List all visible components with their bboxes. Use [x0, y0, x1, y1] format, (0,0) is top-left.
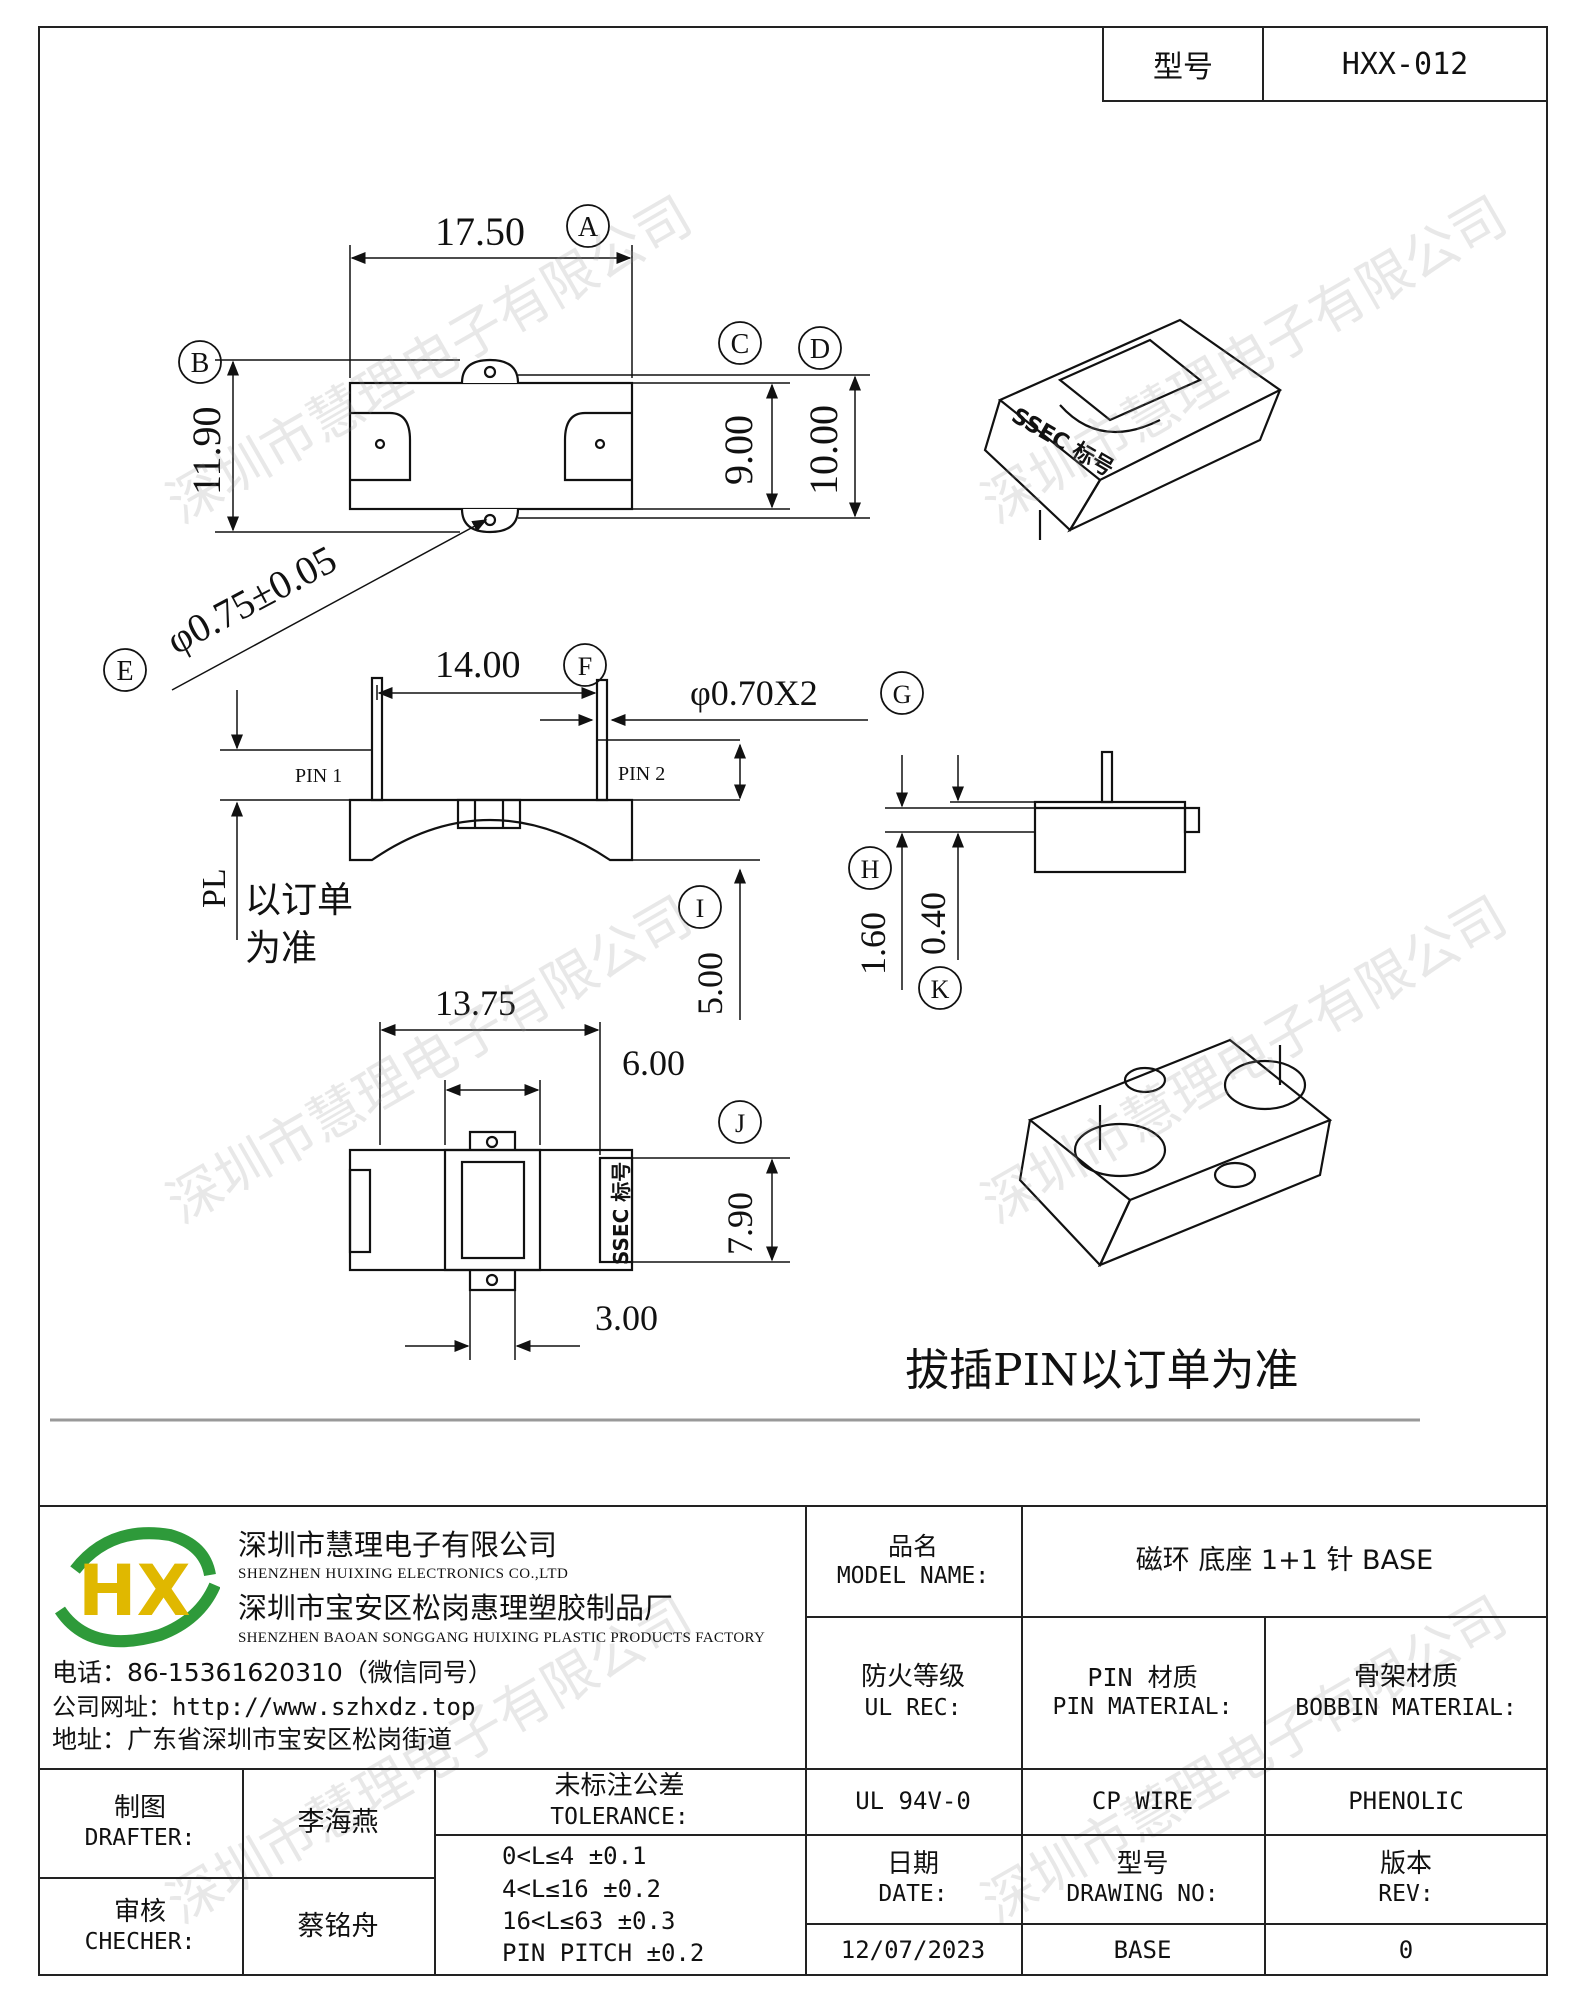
drafter-name: 李海燕: [297, 1806, 379, 1838]
tag-b: B: [191, 348, 210, 379]
isometric-view-bottom: [1018, 1038, 1333, 1268]
dim-300-value: 3.00: [595, 1298, 658, 1338]
tag-i: I: [696, 894, 705, 923]
model-name-value: 磁环 底座 1+1 针 BASE: [1135, 1544, 1434, 1576]
pl-note-line2: 为准: [245, 928, 317, 969]
checker-header: 审核 CHECHER:: [84, 1896, 196, 1956]
top-view-right-notch: [563, 411, 632, 482]
top-view-body: [348, 381, 634, 511]
tolerance-line: PIN PITCH ±0.2: [502, 1939, 705, 1968]
company-name-en: SHENZHEN HUIXING ELECTRONICS CO.,LTD: [238, 1566, 569, 1582]
dim-c-value: 9.00: [716, 415, 761, 485]
date-value: 12/07/2023: [840, 1935, 986, 1964]
company-logo: HX: [50, 1515, 221, 1650]
pin-material-header: PIN 材质 PIN MATERIAL:: [1052, 1663, 1233, 1721]
tag-h: H: [861, 855, 880, 884]
tolerance-line: 16<L≤63 ±0.3: [502, 1907, 676, 1935]
dim-d-value: 10.00: [801, 405, 846, 495]
bobbin-material-header: 骨架材质 BOBBIN MATERIAL:: [1295, 1662, 1517, 1721]
dim-1375-value: 13.75: [435, 983, 516, 1023]
isometric-view-top: SSEC 标号: [983, 318, 1283, 540]
dim-600-value: 6.00: [622, 1043, 685, 1083]
tag-c: C: [731, 329, 750, 360]
checker-name: 蔡铭舟: [297, 1910, 379, 1942]
rev-header: 版本 REV:: [1378, 1848, 1434, 1908]
ul-rec-header: 防火等级 UL REC:: [860, 1662, 965, 1721]
tag-f: F: [578, 652, 592, 681]
pin1-label: PIN 1: [295, 765, 342, 787]
bottom-view: [348, 1022, 790, 1360]
pl-label: PL: [196, 868, 233, 908]
front-view-body: [348, 798, 634, 862]
dim-k-value: 0.40: [913, 892, 953, 955]
tag-e: E: [116, 656, 133, 687]
company-name-cn: 深圳市慧理电子有限公司: [238, 1528, 558, 1562]
date-header: 日期 DATE:: [878, 1848, 948, 1908]
model-header: 型号 HXX-012: [1102, 26, 1548, 102]
tag-j: J: [735, 1109, 745, 1138]
rev-value: 0: [1398, 1935, 1414, 1964]
technical-drawing: 17.50 11.90 9.00 10.00 φ0.75±0.05 A B C …: [50, 204, 1420, 1422]
top-view-left-notch: [350, 411, 412, 482]
tolerance-header: 未标注公差 TOLERANCE:: [550, 1771, 689, 1830]
dim-b-value: 11.90: [184, 406, 229, 495]
bottom-view-body: [348, 1148, 634, 1272]
bobbin-material-value: PHENOLIC: [1348, 1787, 1464, 1815]
dim-j-value: 7.90: [720, 1192, 760, 1255]
dim-e-value: φ0.75±0.05: [159, 536, 344, 663]
pin-note: 拔插PIN以订单为准: [905, 1345, 1299, 1396]
factory-name-en: SHENZHEN BAOAN SONGGANG HUIXING PLASTIC …: [238, 1630, 766, 1646]
tag-a: A: [578, 212, 599, 243]
drafter-header: 制图 DRAFTER:: [84, 1792, 196, 1852]
pin2-label: PIN 2: [618, 763, 665, 785]
drawing-frame: [38, 26, 1548, 1976]
tag-d: D: [810, 334, 830, 365]
bottom-marking: SSEC 标号: [609, 1162, 633, 1265]
factory-name-cn: 深圳市宝安区松岗惠理塑胶制品厂: [238, 1591, 674, 1625]
model-name-header: 品名 MODEL NAME:: [836, 1531, 990, 1589]
title-block-top-border: [38, 1505, 1548, 1507]
top-view: [171, 245, 870, 691]
model-label: 型号: [1104, 28, 1264, 100]
dim-a-value: 17.50: [435, 209, 525, 254]
company-website: 公司网址：http://www.szhxdz.top: [52, 1693, 476, 1721]
pin-material-value: CP WIRE: [1091, 1787, 1194, 1815]
model-value: HXX-012: [1341, 46, 1469, 82]
drawing-no-value: BASE: [1113, 1935, 1172, 1964]
ul-value: UL 94V-0: [855, 1787, 971, 1815]
logo-text: HX: [78, 1550, 191, 1632]
tag-g: G: [893, 680, 912, 709]
dim-i-value: 5.00: [690, 952, 730, 1015]
dim-h-value: 1.60: [853, 912, 893, 975]
tolerance-line: 0<L≤4 ±0.1: [502, 1842, 647, 1871]
pl-note-line1: 以订单: [245, 880, 353, 921]
company-phone: 电话：86-15361620310（微信同号）: [52, 1658, 493, 1687]
front-view: [220, 676, 868, 1020]
dim-g-value: φ0.70X2: [690, 673, 818, 713]
tolerance-table: 0<L≤4 ±0.1 4<L≤16 ±0.2 16<L≤63 ±0.3 PIN …: [434, 1834, 805, 1976]
drawing-no-header: 型号 DRAWING NO:: [1066, 1848, 1219, 1908]
tolerance-line: 4<L≤16 ±0.2: [502, 1874, 661, 1903]
dim-f-value: 14.00: [435, 644, 521, 686]
side-view-body: [1033, 800, 1187, 874]
tag-k: K: [931, 975, 950, 1004]
side-view: [885, 750, 1201, 990]
company-address: 地址：广东省深圳市宝安区松岗街道: [52, 1725, 453, 1754]
